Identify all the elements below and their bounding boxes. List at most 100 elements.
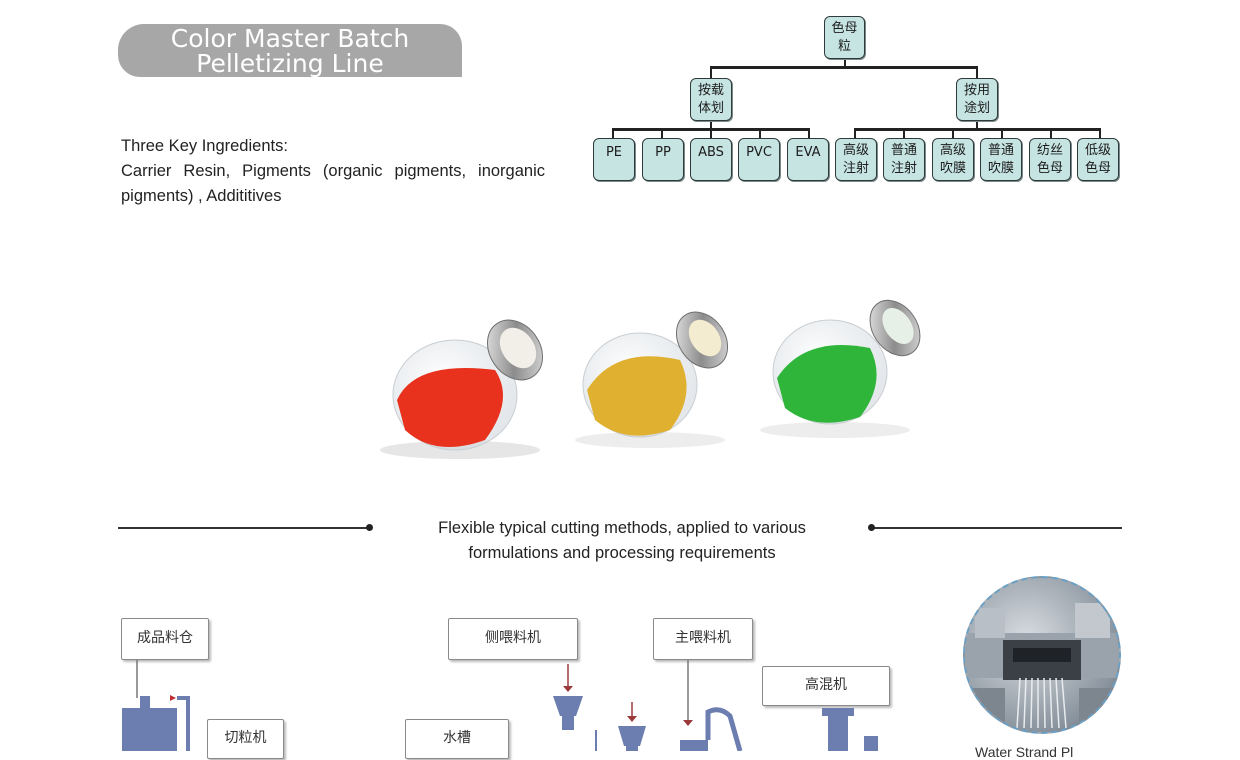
- tree-leaf-label: 普通吹膜: [987, 143, 1014, 176]
- water-strand-pelletizer-photo: [963, 576, 1121, 734]
- title-banner: Color Master Batch Pelletizing Line: [118, 24, 462, 77]
- classification-tree: 色母粒 按载体划 按用途划 PE PP ABS PVC EVA 高级注射 普通注…: [590, 10, 1130, 190]
- process-box-main-feeder: 主喂料机: [653, 618, 753, 660]
- tree-leaf-pe: PE: [593, 138, 635, 181]
- tree-connector: [710, 121, 712, 129]
- tree-connector: [952, 128, 954, 138]
- side-feeder-body: [562, 716, 574, 730]
- tree-connector: [976, 66, 978, 78]
- tree-leaf-label: 纺丝色母: [1036, 143, 1063, 176]
- tree-connector: [903, 128, 905, 138]
- tree-connector: [1099, 128, 1101, 138]
- tree-node-root-label: 色母粒: [831, 21, 858, 54]
- jar-shadow: [575, 432, 725, 448]
- flow-arrow: [170, 695, 176, 701]
- tree-connector: [710, 66, 712, 78]
- process-box-side-feeder: 侧喂料机: [448, 618, 578, 660]
- green-pellet-jar: [772, 299, 921, 425]
- cutting-text-line-1: Flexible typical cutting methods, applie…: [438, 519, 806, 537]
- process-box-finished-bin: 成品料仓: [121, 618, 209, 660]
- machine-base: [965, 688, 1005, 732]
- jar-shadow: [760, 422, 910, 438]
- tree-leaf-label: ABS: [698, 145, 724, 160]
- process-box-high-speed-mixer: 高混机: [762, 666, 890, 706]
- process-equipment-drawing: [122, 660, 878, 751]
- high-speed-mixer-body: [828, 715, 848, 751]
- title-line-2: Pelletizing Line: [196, 49, 384, 78]
- side-feeder-hopper: [553, 696, 583, 716]
- tree-leaf-high-injection: 高级注射: [835, 138, 877, 181]
- tree-connector: [976, 121, 978, 129]
- machine-part: [1075, 603, 1110, 638]
- tree-leaf-eva: EVA: [787, 138, 829, 181]
- tree-connector: [759, 128, 761, 138]
- tree-leaf-normal-film: 普通吹膜: [980, 138, 1022, 181]
- tree-leaf-normal-injection: 普通注射: [883, 138, 925, 181]
- tree-connector: [612, 128, 614, 138]
- cutting-methods-text: Flexible typical cutting methods, applie…: [400, 516, 844, 566]
- tree-leaf-label: PE: [605, 145, 623, 160]
- red-pellet-jar: [392, 319, 544, 451]
- process-box-label: 侧喂料机: [485, 630, 541, 646]
- title-line-1: Color Master Batch: [170, 24, 410, 53]
- main-feeder-pipe: [705, 707, 743, 751]
- tree-leaf-pp: PP: [642, 138, 684, 181]
- masterbatch-jars-photo: [380, 299, 921, 459]
- tree-node-by-carrier-label: 按载体划: [697, 83, 724, 116]
- process-box-label: 水槽: [443, 730, 471, 746]
- cut-method-label: Water Strand Pl: [975, 744, 1074, 760]
- tree-connector: [808, 128, 810, 138]
- tree-leaf-label: PVC: [746, 145, 772, 160]
- tree-leaf-label: 高级注射: [842, 143, 869, 176]
- hopper-body: [626, 746, 638, 751]
- divider-left: [118, 527, 370, 529]
- machine-base: [1079, 688, 1119, 732]
- high-speed-mixer-motor: [864, 736, 878, 751]
- finished-bin-neck: [140, 696, 150, 710]
- ingredients-heading: Three Key Ingredients:: [121, 137, 288, 155]
- yellow-pellet-jar: [582, 311, 729, 438]
- flow-arrow: [683, 720, 693, 726]
- process-box-label: 主喂料机: [675, 630, 731, 646]
- main-feeder-body: [680, 740, 708, 751]
- machine-part: [975, 608, 1005, 638]
- tree-node-by-use: 按用途划: [956, 78, 998, 121]
- divider-right-dot: [868, 524, 875, 531]
- process-box-label: 切粒机: [224, 730, 267, 746]
- tree-node-root: 色母粒: [824, 16, 865, 59]
- high-speed-mixer-lid: [822, 708, 854, 716]
- tree-leaf-spinning: 纺丝色母: [1029, 138, 1071, 181]
- tree-connector: [710, 128, 712, 138]
- die-plate: [1013, 648, 1071, 662]
- ingredients-body: Carrier Resin, Pigments (organic pigment…: [121, 162, 545, 205]
- divider-left-dot: [366, 524, 373, 531]
- conveying-pipe: [177, 696, 190, 751]
- process-box-label: 高混机: [805, 677, 847, 693]
- tree-leaf-label: 低级色母: [1084, 143, 1111, 176]
- pelletizer-machine-illustration: [965, 603, 1119, 732]
- hopper: [618, 726, 646, 746]
- tree-connector: [854, 128, 856, 138]
- tree-leaf-high-film: 高级吹膜: [932, 138, 974, 181]
- process-box-label: 成品料仓: [137, 630, 193, 646]
- tree-node-by-carrier: 按载体划: [690, 78, 732, 121]
- tree-node-by-use-label: 按用途划: [963, 83, 990, 116]
- finished-bin-tank: [122, 708, 177, 751]
- tree-leaf-label: 普通注射: [890, 143, 917, 176]
- tree-connector: [661, 128, 663, 138]
- tree-connector: [844, 59, 846, 67]
- divider-right: [872, 527, 1122, 529]
- ingredients-block: Three Key Ingredients: Carrier Resin, Pi…: [121, 134, 545, 209]
- plastic-strands: [1016, 677, 1067, 729]
- tree-leaf-label: PP: [655, 145, 671, 160]
- cutting-text-line-2: formulations and processing requirements: [468, 544, 776, 562]
- tree-connector: [1001, 128, 1003, 138]
- tree-connector: [1050, 128, 1052, 138]
- tree-connector: [854, 128, 1100, 131]
- tree-connector: [710, 66, 978, 69]
- tree-leaf-label: 高级吹膜: [939, 143, 966, 176]
- tree-leaf-low-grade: 低级色母: [1077, 138, 1119, 181]
- flow-arrow: [627, 716, 637, 722]
- tree-leaf-pvc: PVC: [738, 138, 780, 181]
- flow-arrow: [563, 686, 573, 692]
